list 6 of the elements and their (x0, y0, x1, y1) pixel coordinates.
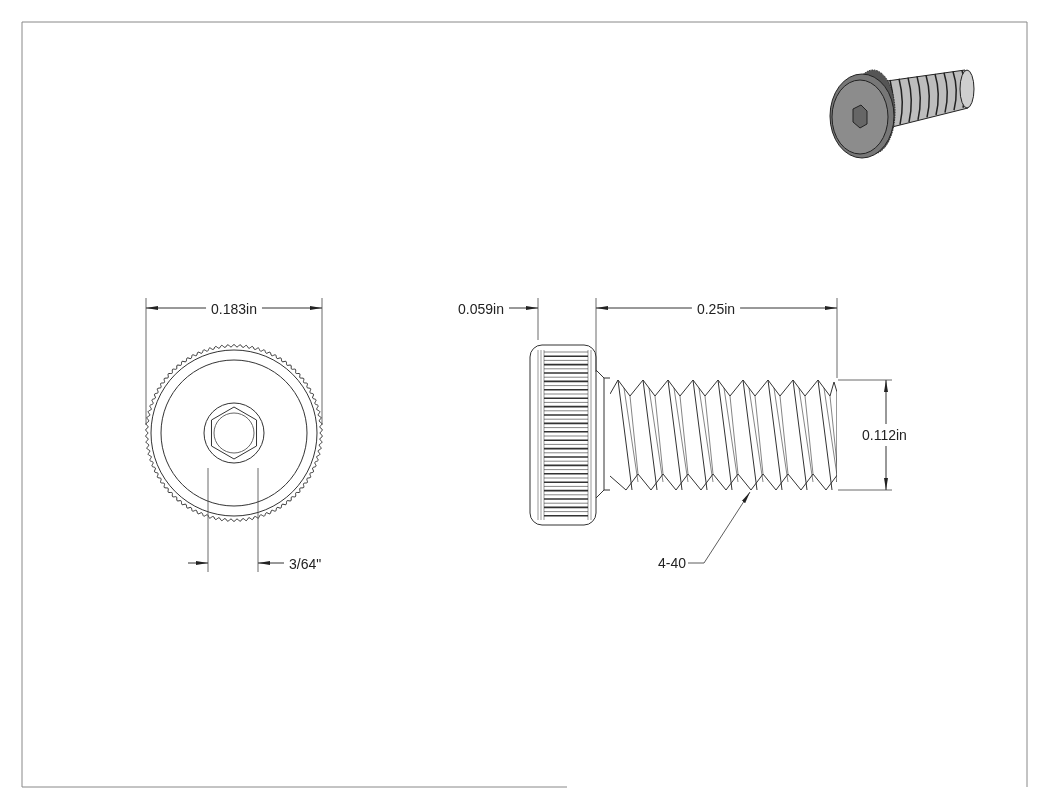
dimension-label: 0.059in (458, 301, 504, 317)
callout-label: 4-40 (658, 555, 687, 571)
dimension-label: 0.112in (862, 427, 907, 443)
dimension-label: 0.25in (696, 301, 736, 317)
dimension-label: 3/64" (289, 556, 322, 572)
dimension-label: 0.183in (211, 301, 257, 317)
